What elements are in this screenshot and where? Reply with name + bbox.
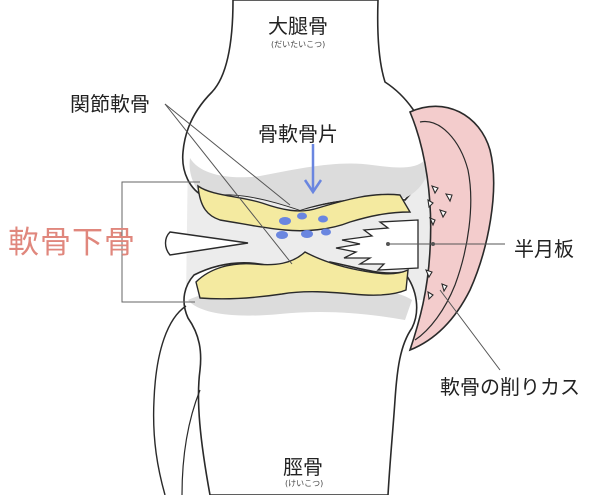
meniscus-label: 半月板 [514, 233, 574, 262]
bone-fragment-label: 骨軟骨片 [258, 118, 338, 147]
femur-reading: (だいたいこつ) [271, 39, 325, 50]
articular-cartilage-label: 関節軟骨 [70, 88, 150, 117]
subchondral-bone-label: 軟骨下骨 [8, 217, 136, 262]
tibia-reading: (けいこつ) [285, 478, 323, 489]
cartilage-debris-label: 軟骨の削りカス [440, 371, 580, 400]
debris-leader [440, 290, 500, 370]
tibia-label: 脛骨 [283, 451, 323, 480]
fibula-bone [154, 306, 186, 495]
femur-label: 大腿骨 [268, 10, 328, 39]
fibula-inner [182, 390, 200, 495]
